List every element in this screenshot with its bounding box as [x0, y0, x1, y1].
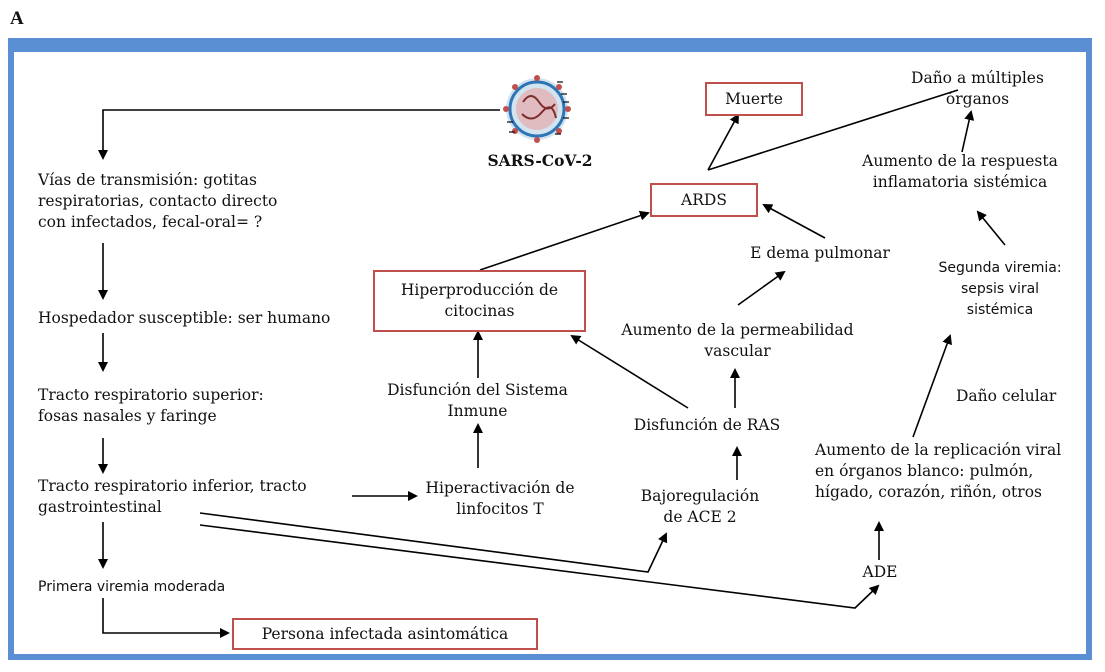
transmission-line-2: respiratorias, contacto directo [38, 192, 278, 210]
diagram-frame [8, 38, 1092, 660]
second-viremia-line-3: sistémica [966, 302, 1034, 318]
transmission-line-1: Vías de transmisión: gotitas [38, 171, 258, 189]
multi-organ-node: Daño a múltiples órganos [900, 68, 1055, 110]
arrow-second-viremia-to-inflammatory [976, 210, 1006, 246]
arrow-edema-to-ards [762, 204, 826, 239]
line-ards-to-multiorgan [707, 89, 959, 171]
transmission-node: Vías de transmisión: gotitas respiratori… [38, 170, 277, 233]
multi-organ-line-2: órganos [945, 90, 1010, 108]
arrow-virus-to-transmission [98, 109, 500, 160]
ace2-line-1: Bajoregulación [640, 487, 760, 505]
tcell-line-2: linfocitos T [456, 500, 544, 518]
arrow-cytokines-to-ards [479, 210, 650, 271]
replication-line-1: Aumento de la replicación viral [815, 441, 1062, 459]
replication-node: Aumento de la replicación viral en órgan… [815, 440, 1061, 503]
arrow-ards-to-death [707, 113, 739, 171]
edema-node: E dema pulmonar [750, 244, 890, 262]
asymptomatic-box: Persona infectada asintomática [232, 618, 538, 650]
inflammatory-node: Aumento de la respuesta inflamatoria sis… [840, 151, 1080, 193]
arrow-inflammatory-to-multiorgan [961, 110, 975, 153]
tcell-line-1: Hiperactivación de [425, 479, 575, 497]
upper-tract-line-1: Tracto respiratorio superior: [38, 386, 264, 404]
arrow-lower-to-ade [199, 524, 880, 609]
lower-tract-line-2: gastrointestinal [38, 498, 162, 516]
upper-tract-node: Tracto respiratorio superior: fosas nasa… [38, 385, 264, 427]
cell-damage-node: Daño celular [956, 387, 1057, 405]
second-viremia-node: Segunda viremia: sepsis viral sistémica [925, 258, 1075, 321]
cytokines-line-1: Hiperproducción de [400, 281, 559, 299]
ade-node: ADE [862, 563, 898, 581]
virus-label: SARS-CoV-2 [487, 151, 593, 170]
lower-tract-line-1: Tracto respiratorio inferior, tracto [38, 477, 307, 495]
immune-line-1: Disfunción del Sistema [387, 381, 568, 399]
second-viremia-line-1: Segunda viremia: [938, 260, 1062, 276]
replication-line-2: en órganos blanco: pulmón, [815, 462, 1034, 480]
transmission-line-3: con infectados, fecal-oral= ? [38, 213, 263, 231]
frame-top-bar [8, 38, 1092, 52]
upper-tract-line-2: fosas nasales y faringe [38, 407, 217, 425]
immune-line-2: Inmune [447, 402, 508, 420]
cytokines-line-2: citocinas [444, 302, 515, 320]
cytokines-box: Hiperproducción de citocinas [373, 270, 586, 332]
panel-label: A [10, 8, 24, 29]
host-node: Hospedador susceptible: ser humano [38, 309, 331, 327]
ace2-line-2: de ACE 2 [663, 508, 737, 526]
tcell-node: Hiperactivación de linfocitos T [405, 478, 595, 520]
arrow-ras-to-cytokines [570, 334, 689, 409]
death-box: Muerte [705, 82, 803, 116]
permeability-line-2: vascular [704, 342, 771, 360]
first-viremia-node: Primera viremia moderada [38, 579, 226, 595]
permeability-node: Aumento de la permeabilidad vascular [600, 320, 875, 362]
immune-dysfunction-node: Disfunción del Sistema Inmune [375, 380, 580, 422]
arrow-replication-to-second-viremia [912, 334, 952, 438]
ras-node: Disfunción de RAS [633, 416, 781, 434]
arrow-permeability-to-edema [737, 270, 786, 306]
inflammatory-line-2: inflamatoria sistémica [872, 173, 1048, 191]
replication-line-3: hígado, corazón, riñón, otros [815, 483, 1042, 501]
inflammatory-line-1: Aumento de la respuesta [862, 152, 1058, 170]
arrow-viremia-to-asymptomatic [102, 598, 230, 638]
multi-organ-line-1: Daño a múltiples [911, 69, 1044, 87]
ace2-node: Bajoregulación de ACE 2 [635, 486, 765, 528]
second-viremia-line-2: sepsis viral [960, 281, 1040, 297]
permeability-line-1: Aumento de la permeabilidad [621, 321, 854, 339]
lower-tract-node: Tracto respiratorio inferior, tracto gas… [38, 476, 307, 518]
arrow-lower-to-ace2 [199, 512, 668, 573]
virus-icon [503, 75, 571, 143]
ards-box: ARDS [650, 183, 758, 217]
